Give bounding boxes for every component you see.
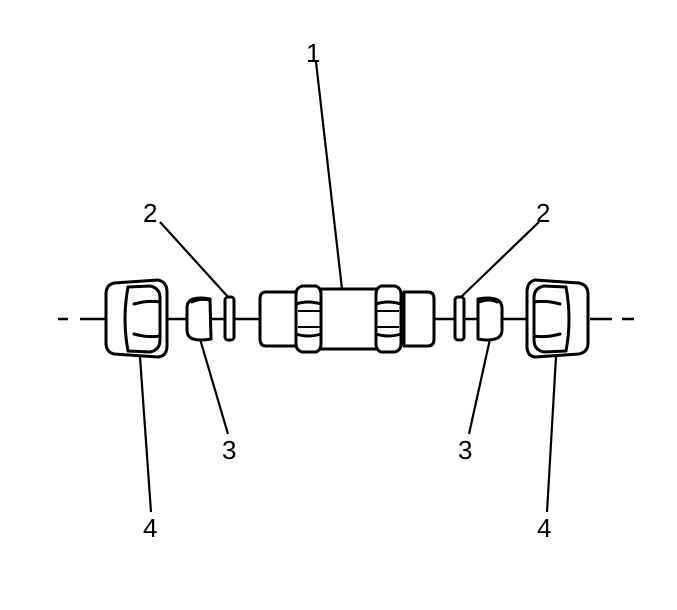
callout-coupler: 1 (306, 38, 320, 68)
leader-nut-left (138, 356, 153, 513)
seal-ring-left (223, 295, 236, 342)
leader-ferrule-left (198, 338, 230, 435)
callout-nut-left: 4 (143, 513, 157, 543)
leader-seal-right (459, 221, 540, 299)
callout-labels: 1 2 2 3 3 4 4 (143, 38, 551, 543)
callout-seal-right: 2 (536, 198, 550, 228)
coupler-union (258, 284, 436, 354)
callout-nut-right: 4 (537, 513, 551, 543)
leader-nut-right (545, 356, 558, 513)
fitting-nut-left (104, 278, 169, 359)
callout-seal-left: 2 (143, 198, 157, 228)
ferrule-left (185, 296, 213, 342)
leader-ferrule-right (467, 338, 492, 435)
callout-ferrule-left: 3 (222, 435, 236, 465)
leader-coupler (314, 61, 344, 290)
leader-seal-left (159, 221, 230, 299)
callout-ferrule-right: 3 (458, 435, 472, 465)
seal-ring-right (453, 295, 466, 342)
leader-lines (138, 61, 558, 513)
ferrule-right (476, 296, 504, 342)
fitting-nut-right (525, 278, 590, 359)
